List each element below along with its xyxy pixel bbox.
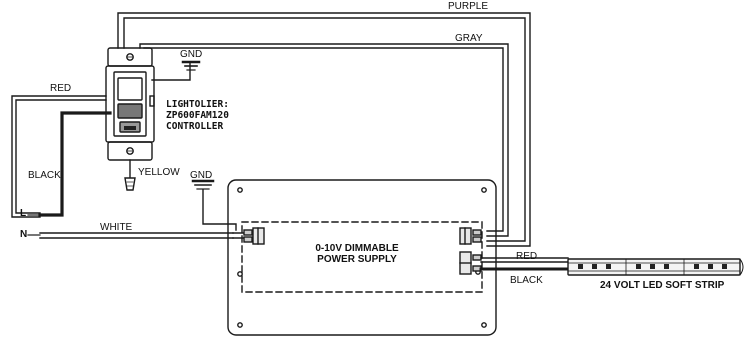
- controller-label-line3: CONTROLLER: [166, 121, 224, 132]
- power-supply-label-line1: 0-10V DIMMABLE: [315, 243, 399, 254]
- red-wire: [11, 95, 107, 218]
- power-supply-label: 0-10V DIMMABLE POWER SUPPLY: [292, 243, 422, 265]
- line-terminal-label: L: [20, 208, 27, 219]
- white-wire-label: WHITE: [100, 222, 133, 233]
- led-black-wire-label: BLACK: [510, 275, 543, 286]
- supply-gnd-symbol: [191, 179, 237, 231]
- purple-wire: [117, 12, 531, 247]
- control-terminal-block: [459, 227, 482, 245]
- black-wire-label: BLACK: [28, 170, 61, 181]
- input-terminal-block: [243, 227, 265, 245]
- controller-gnd-label: GND: [180, 49, 203, 60]
- controller-label-line2: ZP600FAM120: [166, 110, 229, 121]
- white-wire: [39, 232, 257, 239]
- controller-label-line1: LIGHTOLIER:: [166, 99, 229, 110]
- gray-wire-label: GRAY: [455, 33, 483, 44]
- controller-gnd-symbol: [151, 60, 201, 81]
- neutral-terminal-label: N: [20, 229, 28, 240]
- black-wire: [38, 111, 112, 217]
- yellow-wire-label: YELLOW: [138, 167, 180, 178]
- led-red-wire: [480, 257, 569, 263]
- gray-wire: [139, 43, 509, 237]
- supply-gnd-label: GND: [190, 170, 213, 181]
- controller-device: [105, 47, 155, 191]
- led-strip-label: 24 VOLT LED SOFT STRIP: [600, 280, 725, 291]
- led-soft-strip: [567, 258, 744, 276]
- led-red-wire-label: RED: [516, 251, 538, 262]
- controller-label: LIGHTOLIER: ZP600FAM120 CONTROLLER: [166, 99, 229, 132]
- led-output-terminal-block: [459, 251, 482, 275]
- power-supply-label-line2: POWER SUPPLY: [317, 254, 397, 265]
- purple-wire-label: PURPLE: [448, 1, 489, 12]
- red-wire-label: RED: [50, 83, 72, 94]
